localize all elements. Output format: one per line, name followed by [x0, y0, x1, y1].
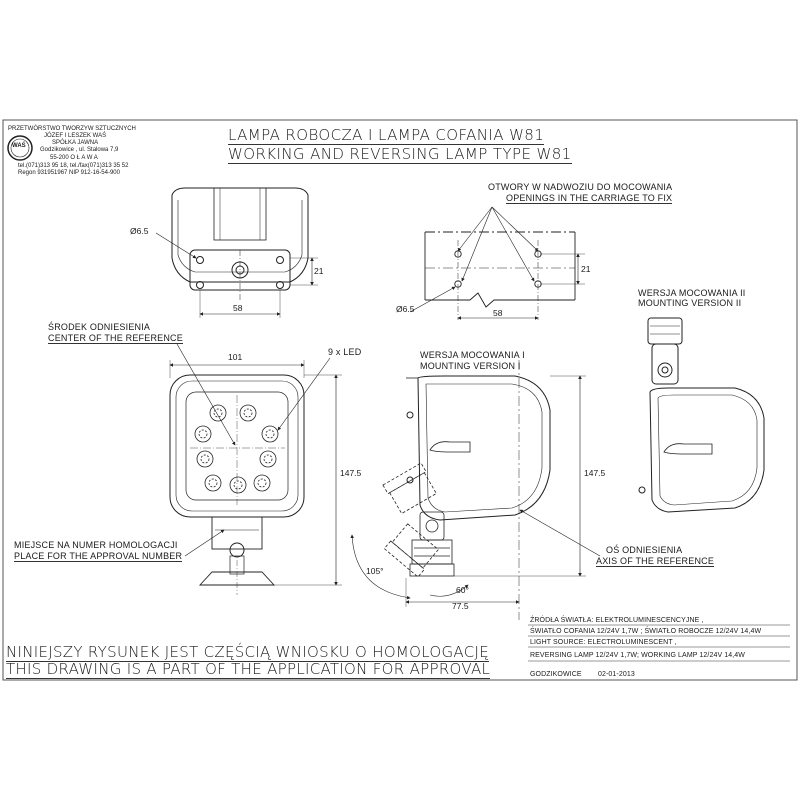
dim-angle-105: 105° [366, 566, 384, 576]
dim-width-58-right: 58 [493, 308, 503, 318]
company-line-5: 55-200 O Ł A W A [50, 155, 98, 161]
dim-width-101: 101 [228, 352, 243, 362]
company-logo-text: WAŚ [12, 143, 26, 149]
center-reference-label-en: CENTER OF THE REFERENCE [48, 333, 183, 344]
side-view-mounting-1 [350, 360, 601, 620]
dim-height-147-side: 147.5 [584, 468, 606, 478]
front-view-lamp [169, 343, 342, 595]
center-reference-label-pl: ŚRODEK ODNIESIENIA [48, 322, 151, 332]
dim-height-147-front: 147.5 [340, 468, 362, 478]
mount2-label-en: MOUNTING VERSION II [638, 298, 742, 308]
mount1-label-pl: WERSJA MOCOWANIA I [420, 350, 525, 360]
top-view-bracket [155, 187, 318, 318]
dim-height-21-right: 21 [581, 264, 591, 274]
openings-label-pl: OTWORY W NADWOZIU DO MOCOWANIA [488, 182, 673, 192]
company-line-6: tel.(071)313 95 18, tel./fax(071)313 35 … [18, 163, 129, 169]
axis-reference-label-en: AXIS OF THE REFERENCE [596, 556, 715, 567]
carriage-hole-pattern [409, 206, 585, 320]
side-view-mounting-2 [638, 317, 765, 513]
footer-place: GODZIKOWICE [530, 671, 582, 678]
company-line-1: PRZETWÓRSTWO TWORZYW SZTUCZNYCH [8, 126, 136, 132]
spec-line-4: REVERSING LAMP 12/24V 1,7W; WORKING LAMP… [530, 652, 745, 659]
spec-line-1: ŹRÓDŁA ŚWIATŁA: ELEKTROLUMINESCENCYJNE , [530, 617, 704, 624]
axis-reference-label-pl: OŚ ODNIESIENIA [606, 545, 683, 555]
company-line-7: Regon 931951967 NIP 912-16-54-900 [18, 170, 120, 176]
approval-statement-pl: NINIEJSZY RYSUNEK JEST CZĘŚCIĄ WNIOSKU O… [6, 643, 489, 662]
mount2-label-pl: WERSJA MOCOWANIA II [638, 288, 746, 298]
approval-number-label-pl: MIEJSCE NA NUMER HOMOLOGACJI [14, 540, 178, 550]
led-count-label: 9 x LED [328, 347, 362, 357]
dim-angle-60: 60° [456, 585, 469, 595]
openings-label-en: OPENINGS IN THE CARRIAGE TO FIX [506, 193, 673, 204]
company-logo-mark [7, 135, 33, 161]
footer-date: 02-01-2013 [598, 671, 635, 678]
mount1-label-en: MOUNTING VERSION I [420, 361, 521, 371]
approval-number-label-en: PLACE FOR THE APPROVAL NUMBER [14, 551, 183, 562]
spec-line-2: ŚWIATŁO COFANIA 12/24V 1,7W ; ŚWIATŁO RO… [530, 628, 762, 635]
dim-width-58-left: 58 [233, 303, 243, 313]
dim-height-21-left: 21 [314, 266, 324, 276]
dim-hole-diameter-right: Ø6.5 [396, 304, 415, 314]
spec-line-3: LIGHT SOURCE: ELECTROLUMINESCENT , [530, 639, 677, 646]
company-line-4: Godzikowice , ul. Stalowa 7,9 [40, 147, 119, 153]
company-line-3: SPÓŁKA JAWNA [52, 140, 99, 146]
drawing-title-en: WORKING AND REVERSING LAMP TYPE W81 [228, 145, 572, 164]
dim-hole-diameter-left: Ø6.5 [130, 226, 149, 236]
spec-underlines [528, 624, 790, 662]
dim-depth-77: 77.5 [452, 601, 469, 611]
drawing-frame [2, 119, 798, 681]
company-line-2: JÓZEF I LESZEK WAŚ [44, 133, 107, 139]
approval-statement-en: THIS DRAWING IS A PART OF THE APPLICATIO… [6, 660, 491, 679]
drawing-title-pl: LAMPA ROBOCZA I LAMPA COFANIA W81 [228, 126, 545, 145]
